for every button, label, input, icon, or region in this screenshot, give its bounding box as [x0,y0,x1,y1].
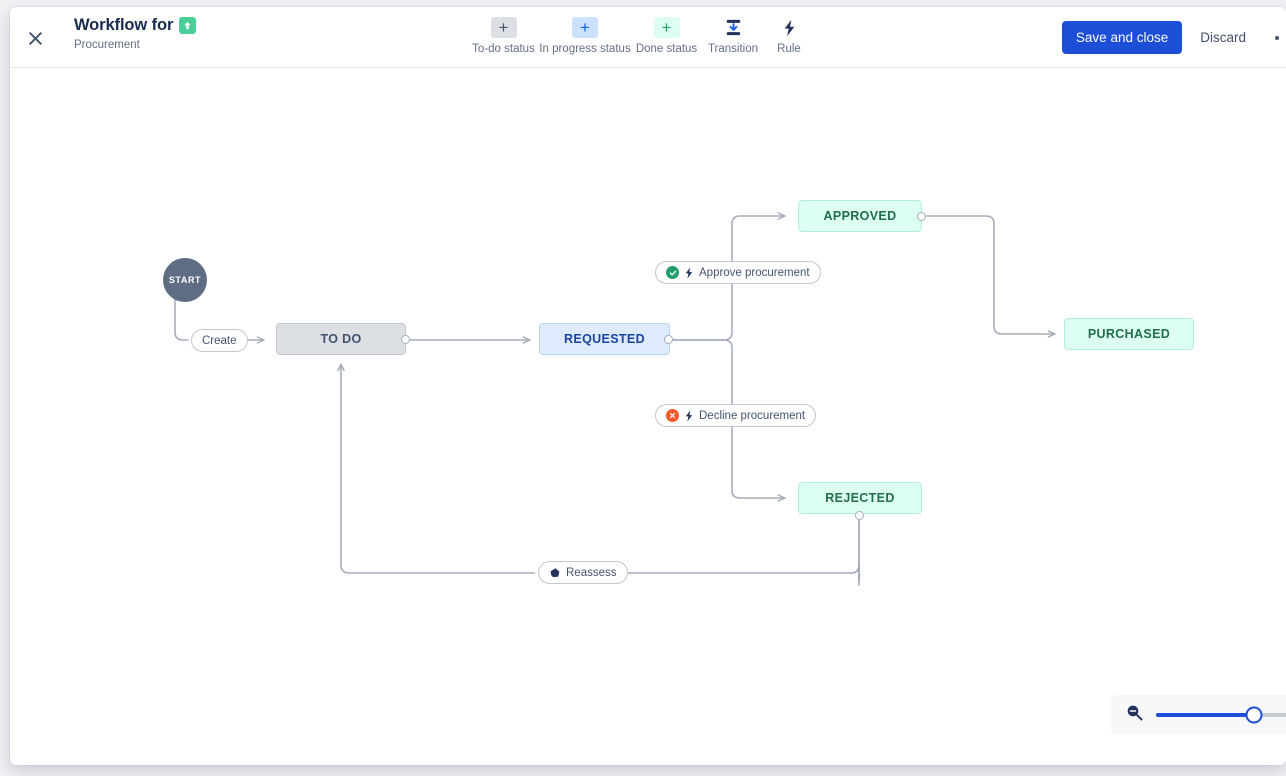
transition-label-create: Create [202,334,237,347]
title-block: Workflow for Procurement [74,15,197,52]
status-handle-todo-right[interactable] [401,335,410,344]
discard-button[interactable]: Discard [1188,21,1258,54]
page-title: Workflow for [74,16,174,34]
status-handle-approved-right[interactable] [917,212,926,221]
transition-pill-create[interactable]: Create [191,329,248,352]
editor-header: Workflow for Procurement + To-do status … [10,7,1286,68]
status-node-todo[interactable]: TO DO [276,323,406,355]
zoom-slider[interactable] [1156,706,1286,724]
status-node-rejected[interactable]: REJECTED [798,482,922,514]
zoom-slider-thumb[interactable] [1245,706,1263,724]
plus-icon: + [572,17,598,38]
story-up-arrow-icon [179,16,197,34]
plus-icon: + [490,17,517,38]
transition-label-decline-procurement: Decline procurement [699,409,806,422]
more-options-icon[interactable] [1264,21,1286,54]
transition-pill-approve-procurement[interactable]: Approve procurement [655,261,821,284]
status-node-approved[interactable]: APPROVED [798,200,922,232]
title-row: Workflow for [74,15,197,35]
transition-label-reassess: Reassess [566,566,617,579]
save-and-close-button[interactable]: Save and close [1061,21,1183,54]
plus-icon: + [653,17,680,38]
transition-label-approve-procurement: Approve procurement [699,266,810,279]
lightning-bolt-icon [776,17,802,38]
workflow-canvas[interactable]: START TO DO REQUESTED APPROVED REJECTED … [10,68,1286,765]
zoom-slider-fill [1156,713,1254,717]
lightning-bolt-icon [684,266,694,279]
zoom-out-icon[interactable] [1125,703,1144,727]
page-subtitle: Procurement [74,39,140,51]
zoom-control [1111,695,1286,735]
add-transition-button[interactable]: Transition [705,14,761,55]
workflow-edges [174,212,1056,586]
lightning-bolt-icon [684,409,694,422]
add-todo-status-label: To-do status [472,43,535,55]
approved-check-icon [666,266,679,279]
transition-pill-reassess[interactable]: Reassess [538,561,628,584]
add-rule-button[interactable]: Rule [761,14,817,55]
workflow-editor-modal: Workflow for Procurement + To-do status … [10,7,1286,765]
add-inprogress-status-button[interactable]: + In progress status [539,14,631,55]
status-handle-rejected-bottom[interactable] [855,511,864,520]
add-transition-label: Transition [707,43,759,55]
add-done-status-button[interactable]: + Done status [628,14,705,55]
header-actions: Save and close Discard [1061,21,1279,54]
add-inprogress-status-label: In progress status [539,43,631,55]
transition-icon [720,17,746,38]
close-icon[interactable] [18,21,52,55]
add-todo-status-button[interactable]: + To-do status [465,14,542,55]
more-dot [1275,35,1279,40]
status-node-requested[interactable]: REQUESTED [539,323,670,355]
status-node-purchased[interactable]: PURCHASED [1064,318,1194,350]
rejected-cross-icon [666,409,679,422]
add-done-status-label: Done status [635,43,698,55]
reassess-marker-icon [549,566,561,579]
status-handle-requested-right[interactable] [664,335,673,344]
start-node[interactable]: START [163,258,207,302]
editor-toolbar: + To-do status + In progress status + Do… [465,14,817,55]
transition-pill-decline-procurement[interactable]: Decline procurement [655,404,817,427]
add-rule-label: Rule [777,43,801,55]
